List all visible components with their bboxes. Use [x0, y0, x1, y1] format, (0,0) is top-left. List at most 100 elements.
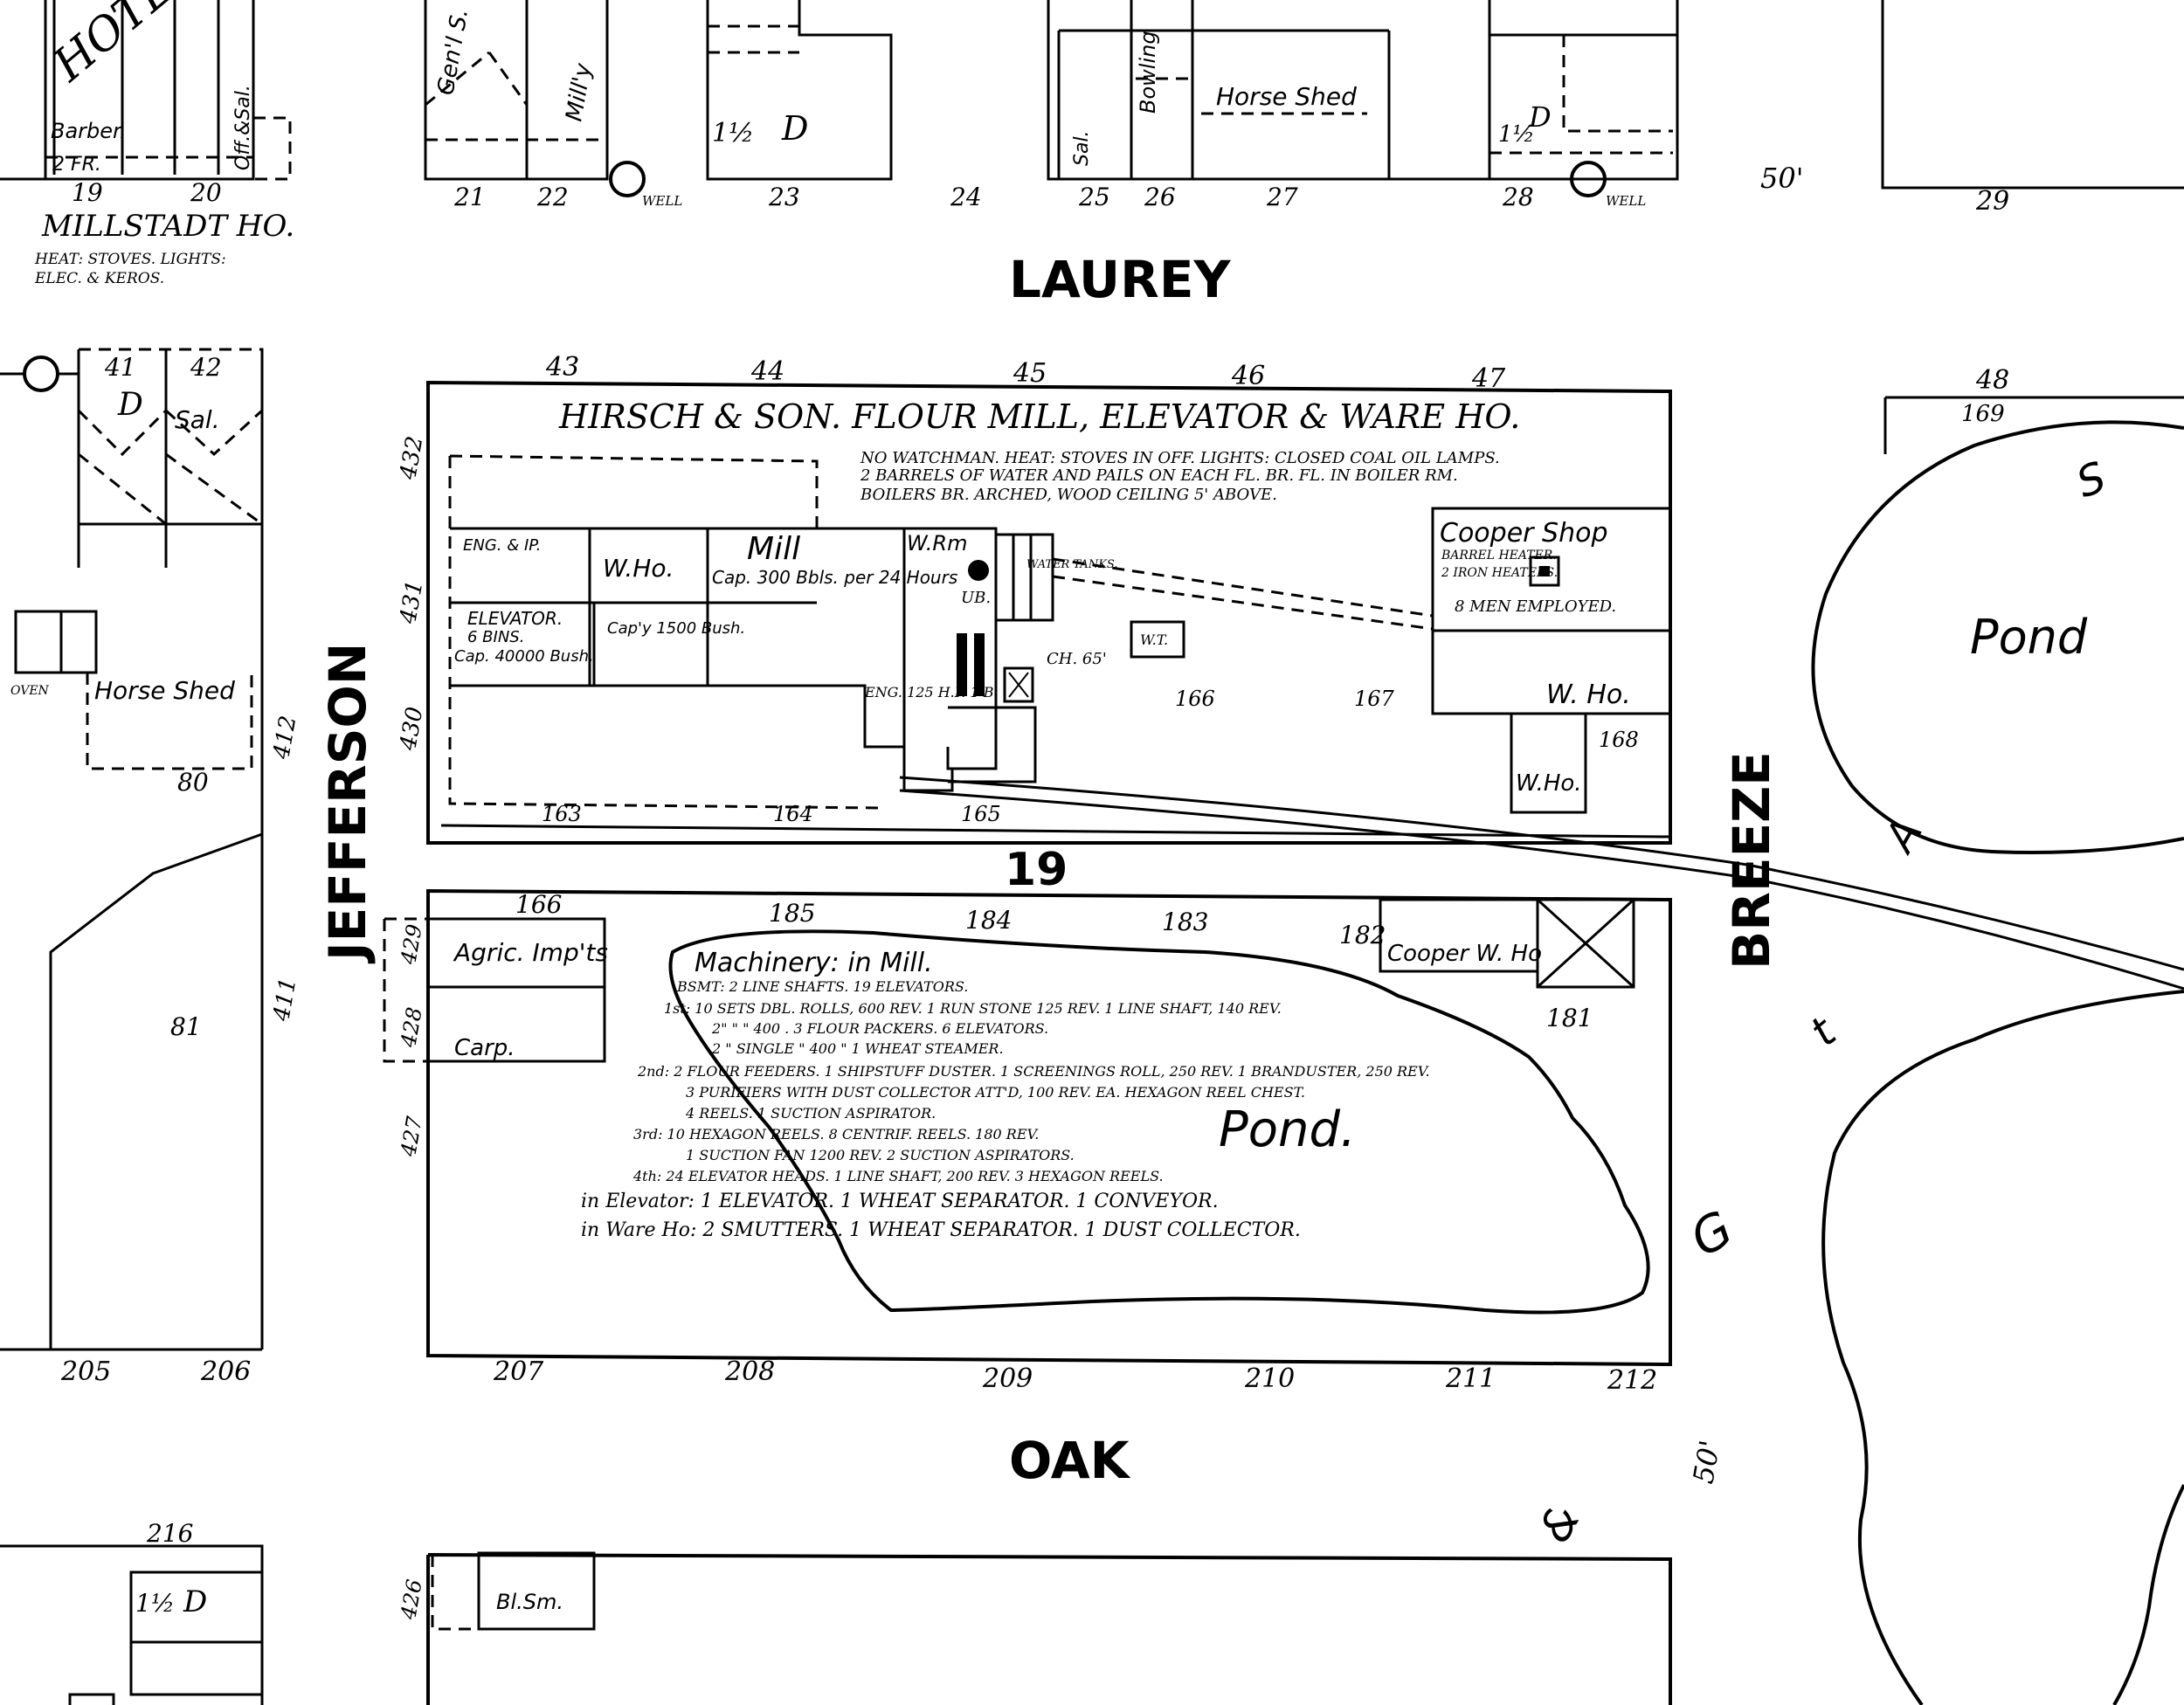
dwelling-d-3-label: D [117, 387, 143, 423]
lot-167-label: 167 [1354, 687, 1395, 711]
lot-81-label: 81 [170, 1012, 202, 1041]
lot-164-label: 164 [773, 802, 813, 826]
lot-28-label: 28 [1502, 183, 1534, 211]
mill-note-1: NO WATCHMAN. HEAT: STOVES IN OFF. LIGHTS… [860, 449, 1500, 467]
machinery-line-11: in Elevator: 1 ELEVATOR. 1 WHEAT SEPARAT… [581, 1191, 1219, 1212]
lot-169-label: 169 [1961, 401, 2005, 427]
street-laurey: LAUREY [1009, 250, 1231, 309]
millstadt-ho-label: MILLSTADT HO. [41, 209, 294, 244]
lot-216-label: 216 [146, 1519, 193, 1548]
lot-23-label: 23 [768, 183, 800, 211]
water-tanks-label: WATER TANKS. [1026, 558, 1117, 571]
street-jefferson: JEFFERSON [318, 643, 377, 964]
carpenter-label: Carp. [454, 1035, 515, 1061]
chimney-label: CH. 65' [1047, 650, 1107, 668]
dwelling-d-2-label: D [1528, 100, 1552, 134]
lot-21-label: 21 [453, 183, 486, 211]
capacity-1500-label: Cap'y 1500 Bush. [607, 619, 745, 638]
pond-right-label: Pond [1970, 610, 2088, 665]
elevator-label: ELEVATOR. [467, 608, 563, 629]
boiler-dot-icon [968, 560, 989, 581]
lot-209-label: 209 [982, 1363, 1033, 1394]
heater-icon [1529, 556, 1560, 587]
mill-lot-46-label: 46 [1231, 361, 1265, 391]
cooper-note-1: BARREL HEATER. [1441, 549, 1557, 563]
chimney-icon [1003, 666, 1034, 703]
machinery-line-7: 4 REELS. 1 SUCTION ASPIRATOR. [685, 1105, 936, 1122]
engine-label: ENG. & IP. [463, 536, 541, 555]
machinery-heading: Machinery: in Mill. [695, 948, 933, 978]
machinery-line-9: 1 SUCTION FAN 1200 REV. 2 SUCTION ASPIRA… [686, 1147, 1075, 1163]
lot-211-label: 211 [1445, 1363, 1496, 1394]
block-number: 19 [1005, 844, 1068, 896]
saloon-2-label: Sal. [175, 405, 220, 434]
lot-185-label: 185 [769, 899, 815, 928]
off-sal-label: Off.&Sal. [232, 85, 254, 170]
barber-label: Barber. [51, 119, 126, 143]
mill-lot-44-label: 44 [750, 356, 784, 387]
lot-165-label: 165 [961, 802, 1001, 826]
pond-label: Pond. [1219, 1101, 1356, 1158]
left-side-buildings: 41 42 D Sal. OVEN Horse Shed 80 81 412 4… [0, 348, 302, 1351]
lot-207-label: 207 [493, 1356, 544, 1387]
lot-181-label: 181 [1546, 1004, 1593, 1032]
millstadt-heat-line-1: HEAT: STOVES. LIGHTS: [34, 251, 226, 268]
machinery-line-10: 4th: 24 ELEVATOR HEADS. 1 LINE SHAFT, 20… [632, 1168, 1164, 1184]
mill-building-label: Mill [747, 531, 800, 567]
warehouse-w-ho-label: W.Ho. [603, 554, 674, 583]
well-1-label: WELL [642, 193, 682, 209]
cooper-shop-label: Cooper Shop [1440, 518, 1607, 549]
pond-right-upper-outline [1811, 420, 2184, 854]
mill-block: 43 44 45 46 47 432 431 430 HIRSCH & SON.… [395, 352, 1672, 845]
lot-25-label: 25 [1078, 183, 1110, 211]
elevator-bins-label: 6 BINS. [467, 628, 524, 646]
horse-shed-left-label: Horse Shed [94, 676, 235, 705]
oven-label: OVEN [10, 684, 50, 698]
lot-27-label: 27 [1266, 183, 1298, 211]
well-2-icon [1570, 161, 1607, 197]
well-2-label: WELL [1606, 193, 1646, 209]
lot-208-label: 208 [724, 1356, 775, 1387]
warehouse-3-label: W.Ho. [1516, 770, 1582, 797]
lot-22-label: 22 [536, 183, 569, 211]
street-breeze: BREEZE [1722, 751, 1781, 970]
mill-title: HIRSCH & SON. FLOUR MILL, ELEVATOR & WAR… [558, 397, 1520, 436]
machinery-line-3: 2" " " 400 . 3 FLOUR PACKERS. 6 ELEVATOR… [711, 1020, 1048, 1037]
machinery-line-1: BSMT: 2 LINE SHAFTS. 19 ELEVATORS. [676, 978, 968, 995]
dwelling-d-label: D [781, 109, 808, 148]
elevator-capacity-label: Cap. 40000 Bush. [454, 647, 594, 666]
pond-right-lower-outline [1821, 990, 2184, 1705]
mill-capacity-label: Cap. 300 Bbls. per 24 Hours [712, 567, 957, 588]
water-tank-label: W.T. [1140, 632, 1168, 648]
blacksmith-label: Bl.Sm. [496, 1590, 563, 1614]
machinery-line-5: 2nd: 2 FLOUR FEEDERS. 1 SHIPSTUFF DUSTER… [637, 1063, 1430, 1080]
mill-note-3: BOILERS BR. ARCHED, WOOD CEILING 5' ABOV… [860, 486, 1277, 504]
saloon-label: Sal. [1071, 130, 1093, 166]
lot-26-label: 26 [1144, 183, 1176, 211]
lot-41-label: 41 [104, 353, 136, 382]
lot-19-label: 19 [72, 178, 103, 207]
wheel-room-label: W.Rm [907, 531, 967, 556]
cooper-note-2: 2 IRON HEATERS. [1441, 566, 1558, 580]
machinery-line-2: 1st: 10 SETS DBL. ROLLS, 600 REV. 1 RUN … [664, 1000, 1282, 1017]
railroad-spur-line-1 [899, 776, 2184, 971]
pond-outline [668, 929, 1650, 1315]
cooper-warehouse-label: Cooper W. Ho [1387, 941, 1542, 967]
lot-205-label: 205 [60, 1356, 111, 1387]
machinery-line-8: 3rd: 10 HEXAGON REELS. 8 CENTRIF. REELS.… [633, 1126, 1039, 1142]
machinery-line-12: in Ware Ho: 2 SMUTTERS. 1 WHEAT SEPARATO… [581, 1219, 1301, 1241]
machinery-line-6: 3 PURIFIERS WITH DUST COLLECTOR ATT'D, 1… [686, 1084, 1305, 1101]
agricultural-implements-label: Agric. Imp'ts [453, 938, 608, 967]
lot-29-label: 29 [1975, 186, 2009, 217]
lot-80-label: 80 [177, 768, 209, 797]
lot-166-mill-label: 166 [1175, 687, 1215, 711]
mill-note-2: 2 BARRELS OF WATER AND PAILS ON EACH FL.… [860, 466, 1458, 485]
lot-183-label: 183 [1162, 908, 1208, 936]
lot-182-label: 182 [1339, 921, 1386, 949]
dim-50-side-label: 50' [1686, 1438, 1726, 1486]
well-1-icon [609, 161, 646, 197]
boiler-2-icon [974, 633, 985, 696]
lot-20-label: 20 [190, 178, 222, 207]
